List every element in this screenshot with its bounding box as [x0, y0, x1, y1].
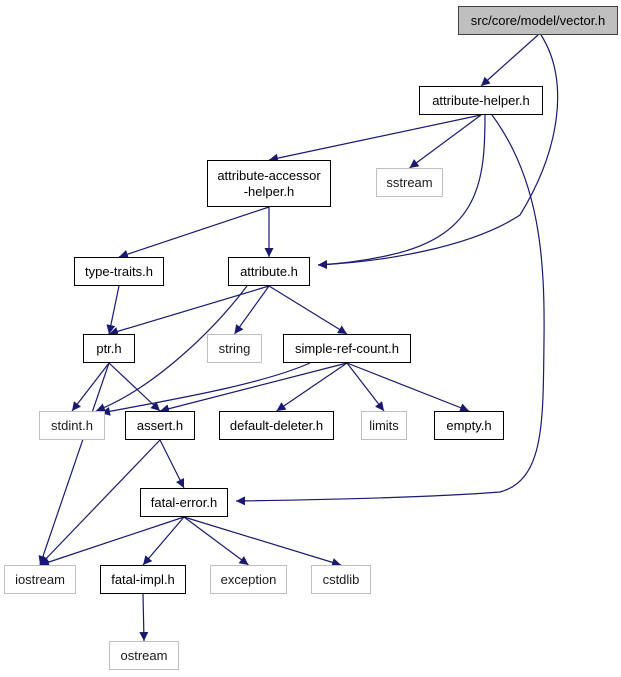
edge-fatal-error-to-fatal-impl [142, 516, 185, 566]
node-empty-h[interactable]: empty.h [434, 411, 504, 440]
node-type-traits-h[interactable]: type-traits.h [74, 257, 164, 286]
node-sstream: sstream [376, 168, 443, 197]
node-fatal-error-h[interactable]: fatal-error.h [140, 488, 228, 517]
edge-assert-to-fatal-error [159, 439, 185, 489]
edge-attribute-to-stdint [95, 285, 248, 412]
edge-attribute-accessor-helper-to-type-traits [118, 206, 270, 259]
node-attribute-h[interactable]: attribute.h [228, 257, 310, 286]
node-cstdlib: cstdlib [311, 565, 371, 594]
node-fatal-impl-h[interactable]: fatal-impl.h [100, 565, 186, 594]
edge-vector-to-attribute-helper [480, 34, 539, 87]
edge-fatal-error-to-cstdlib [183, 516, 342, 567]
node-exception: exception [210, 565, 287, 594]
edge-ptr-to-stdint [71, 362, 110, 412]
edge-simple-ref-count-to-assert [159, 362, 348, 414]
node-string: string [207, 334, 262, 363]
node-attribute-helper-h[interactable]: attribute-helper.h [419, 86, 543, 115]
edge-attribute-helper-to-sstream [409, 114, 482, 169]
node-ptr-h[interactable]: ptr.h [83, 334, 135, 363]
edge-fatal-impl-to-ostream [139, 593, 149, 642]
edge-assert-to-iostream [39, 439, 161, 566]
node-iostream: iostream [4, 565, 76, 594]
node-vector-h[interactable]: src/core/model/vector.h [458, 6, 618, 35]
edge-ptr-to-iostream [38, 362, 110, 566]
edge-attribute-to-string [234, 285, 270, 335]
edge-attribute-helper-to-attribute-accessor-helper [268, 114, 482, 163]
edge-attribute-to-simple-ref-count [268, 285, 348, 335]
node-ostream: ostream [109, 641, 179, 670]
edge-simple-ref-count-to-default-deleter [276, 362, 348, 412]
edge-fatal-error-to-exception [183, 516, 249, 566]
edge-simple-ref-count-to-limits [346, 362, 385, 412]
node-limits: limits [361, 411, 407, 440]
node-attribute-accessor-helper-h[interactable]: attribute-accessor -helper.h [207, 160, 331, 207]
edge-attribute-to-ptr [108, 285, 270, 336]
edge-fatal-error-to-iostream [39, 516, 185, 567]
edge-attribute-helper-to-attribute [317, 114, 486, 269]
edge-simple-ref-count-to-empty [346, 362, 470, 412]
node-stdint-h: stdint.h [39, 411, 105, 440]
node-default-deleter-h[interactable]: default-deleter.h [219, 411, 334, 440]
edge-attribute-helper-to-fatal-error [235, 114, 545, 506]
node-assert-h[interactable]: assert.h [125, 411, 195, 440]
edge-vector-to-attribute [317, 34, 559, 270]
edge-simple-ref-count-to-stdint [100, 362, 311, 416]
node-simple-ref-count-h[interactable]: simple-ref-count.h [283, 334, 411, 363]
edge-type-traits-to-ptr [106, 285, 120, 335]
